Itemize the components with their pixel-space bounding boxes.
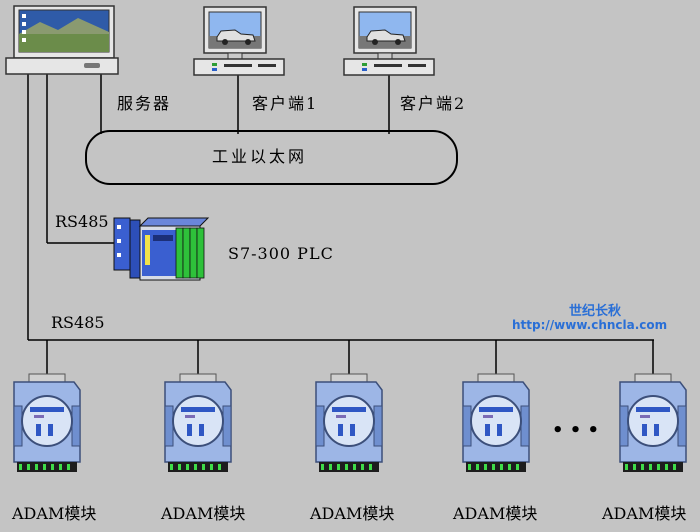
adam-module-label: ADAM模块 (453, 504, 538, 523)
ellipsis-dots: • • • (552, 420, 600, 441)
client1-label: 客户端1 (252, 94, 319, 113)
connection-lines (27, 74, 654, 374)
client2-computer (343, 6, 435, 76)
adam-module-label: ADAM模块 (310, 504, 395, 523)
adam-module-label: ADAM模块 (12, 504, 97, 523)
adam-module-label: ADAM模块 (602, 504, 687, 523)
adam-module (619, 373, 687, 473)
server-computer (5, 5, 119, 75)
adam-module (164, 373, 232, 473)
server-label: 服务器 (117, 94, 172, 113)
ethernet-label: 工业以太网 (212, 147, 308, 166)
adam-module-label: ADAM模块 (161, 504, 246, 523)
client2-label: 客户端2 (400, 94, 467, 113)
adam-module (315, 373, 383, 473)
ethernet-bus (85, 130, 458, 185)
plc-label: S7-300 PLC (228, 244, 334, 263)
rs485-label-top: RS485 (55, 212, 109, 231)
adam-module (462, 373, 530, 473)
watermark-name: 世纪长秋 (569, 304, 622, 319)
client1-computer (193, 6, 285, 76)
plc-device (113, 217, 210, 281)
watermark-url: http://www.chncla.com (512, 318, 668, 332)
adam-module (13, 373, 81, 473)
rs485-label-bottom: RS485 (51, 313, 105, 332)
